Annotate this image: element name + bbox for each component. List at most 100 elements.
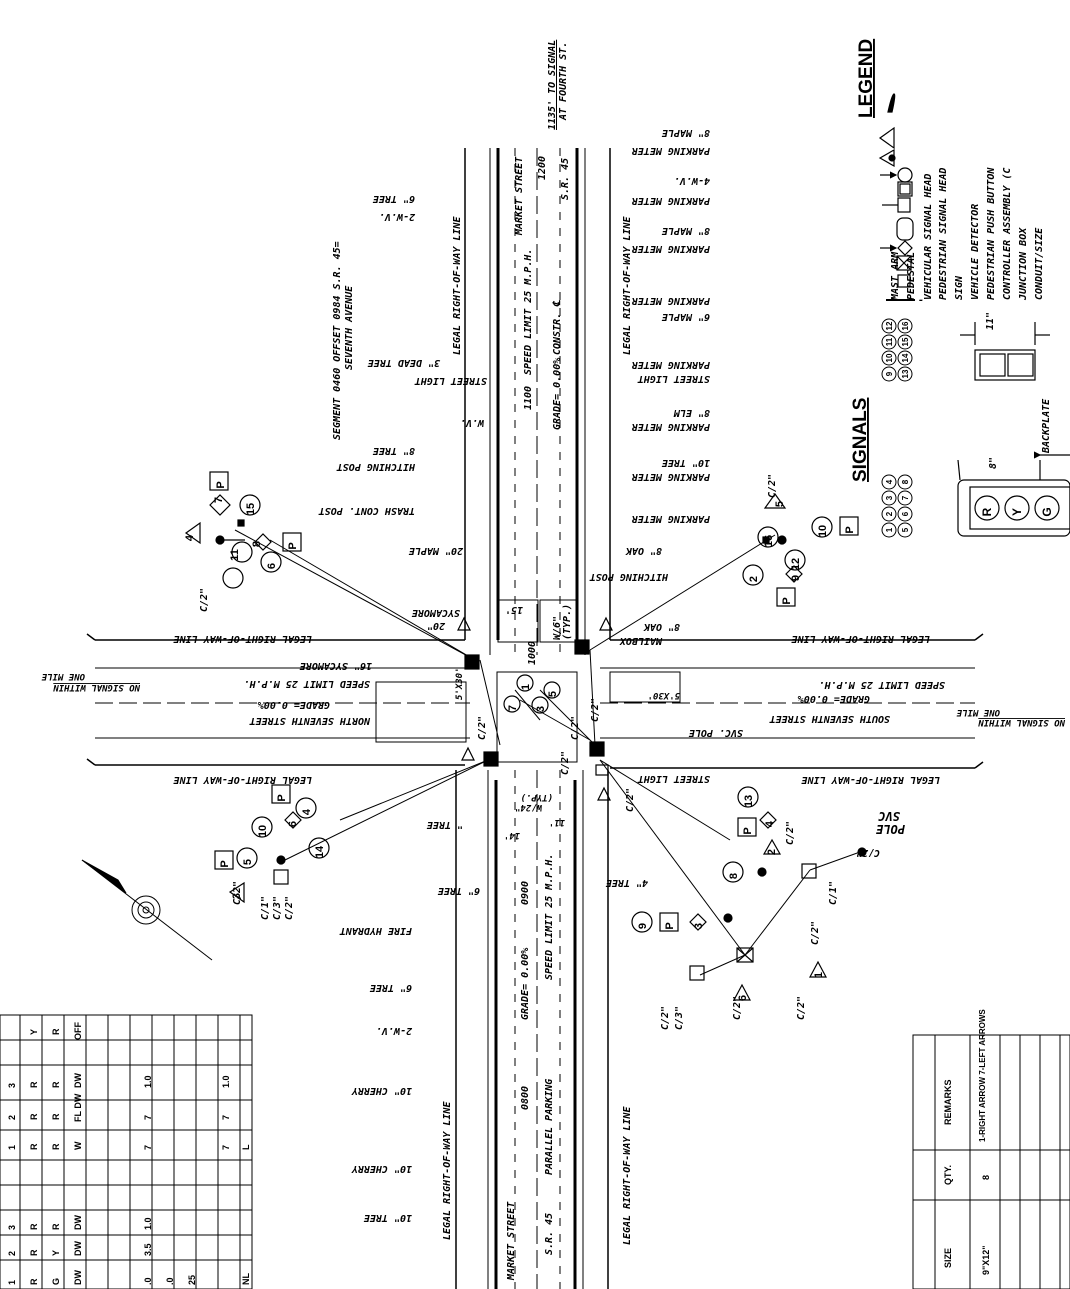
maple8: 8" MAPLE xyxy=(661,127,710,138)
svg-text:10: 10 xyxy=(817,525,829,537)
svg-text:1: 1 xyxy=(7,1145,17,1150)
svg-text:6: 6 xyxy=(266,563,278,569)
c2-int-a: C/2" xyxy=(477,716,488,740)
svg-text:8: 8 xyxy=(901,479,910,484)
legend-detector: VEHICLE DETECTOR xyxy=(970,204,981,300)
svg-text:14: 14 xyxy=(314,845,326,858)
svg-text:DW: DW xyxy=(73,1215,83,1230)
svg-text:P: P xyxy=(219,860,231,867)
dim-5x30-b: 5'X30' xyxy=(647,690,680,700)
svg-text:5: 5 xyxy=(774,501,786,507)
street-light: STREET LIGHT xyxy=(414,375,487,386)
elm8: 8" ELM xyxy=(673,407,710,418)
c2-int-c: C/2" xyxy=(570,716,581,740)
parking8: PARKING METER xyxy=(632,513,710,524)
table-left-grid xyxy=(0,1014,253,1289)
svg-text:4: 4 xyxy=(885,479,894,484)
grade-east: GRADE= 0.00% xyxy=(798,693,870,704)
tree8: 8" TREE xyxy=(372,445,415,456)
svg-text:L: L xyxy=(241,1144,251,1150)
sta-1200: 1200 xyxy=(537,156,548,180)
maple8b: 8" MAPLE xyxy=(661,225,710,236)
signal-number-glyphs xyxy=(881,318,913,538)
remarks-header: REMARKS xyxy=(943,1079,953,1125)
north-seventh: NORTH SEVENTH STREET xyxy=(249,715,371,726)
size-value: 9"X12" xyxy=(981,1245,991,1275)
svg-text:4: 4 xyxy=(301,808,313,815)
svg-text:16: 16 xyxy=(763,535,775,547)
svg-text:1.0: 1.0 xyxy=(143,1075,153,1088)
sta-0900: 0900 xyxy=(520,881,531,905)
svg-text:7: 7 xyxy=(143,1145,153,1150)
svg-text:4: 4 xyxy=(184,534,196,541)
svg-text:R: R xyxy=(29,1113,39,1120)
oak8: 8" OAK xyxy=(625,545,662,556)
svg-text:6: 6 xyxy=(287,821,299,827)
svg-text:9: 9 xyxy=(885,371,894,376)
backplate-label: BACKPLATE xyxy=(1041,398,1052,454)
legend-sign: SIGN xyxy=(954,275,965,300)
south-seventh: SOUTH SEVENTH STREET xyxy=(769,713,890,724)
svg-text:1: 1 xyxy=(520,684,532,690)
sta-1100: 1100 xyxy=(523,386,534,410)
seventh-ave: SEVENTH AVENUE xyxy=(344,285,355,370)
c2-se-c: C/2" xyxy=(796,996,807,1020)
c2-dash: C/2" xyxy=(856,847,880,858)
c1-sw: C/1" xyxy=(260,896,271,920)
svg-text:DW: DW xyxy=(73,1073,83,1088)
signals-number-labels: 1 2 3 4 5 6 7 8 9 10 11 12 13 14 15 16 xyxy=(885,321,910,532)
lens-r: R xyxy=(980,507,994,516)
parallel-parking: PARALLEL PARKING xyxy=(544,1079,555,1175)
hitching2: HITCHING POST xyxy=(589,571,669,582)
table-right-grid xyxy=(912,1034,1070,1289)
svg-text:7: 7 xyxy=(143,1115,153,1120)
svg-text:5: 5 xyxy=(547,691,559,697)
tree10b: 10" TREE xyxy=(363,1212,412,1223)
speed-bot: SPEED LIMIT 25 M.P.H. xyxy=(544,854,555,980)
parking5: PARKING METER xyxy=(632,359,710,370)
w6-typ: (TYP.) xyxy=(562,604,573,640)
hitching: HITCHING POST xyxy=(336,461,416,472)
c2-sw-b: C/2" xyxy=(232,881,243,905)
tree4: 4" TREE xyxy=(605,877,648,888)
table-left-text: 3 R R DW 1.0 1.0 2 R R FL DW 7 7 1 R R W… xyxy=(7,1022,251,1285)
legend-controller: CONTROLLER ASSEMBLY (C xyxy=(1002,168,1013,300)
tree6b: 6" TREE xyxy=(437,885,480,896)
svg-text:G: G xyxy=(51,1278,61,1285)
signal-numbers: 11 6 8 15 7 P P 4 2 16 12 10 P P 9 5 4 1… xyxy=(184,481,856,1001)
maple20: 20" MAPLE xyxy=(408,545,464,556)
roadway-lines xyxy=(95,148,975,1289)
svg-text:3.5: 3.5 xyxy=(143,1243,153,1256)
svg-text:P: P xyxy=(664,922,676,929)
svg-text:R: R xyxy=(51,1113,61,1120)
street-light2: STREET LIGHT xyxy=(637,373,710,384)
dim-15: 15' xyxy=(505,604,523,615)
legend-pedestal: PEDESTAL xyxy=(906,252,917,300)
svg-text:R: R xyxy=(51,1143,61,1150)
one-mile-west: ONE MILE xyxy=(41,671,85,681)
remarks-value: 1-RIGHT ARROW 7-LEFT ARROWS xyxy=(978,1009,987,1142)
svg-text:R: R xyxy=(51,1223,61,1230)
svg-text:3: 3 xyxy=(231,893,243,899)
speed-east: SPEED LIMIT 25 M.P.H. xyxy=(819,679,945,690)
legend-title: LEGEND xyxy=(856,39,877,118)
legend-pedestrian-head: PEDESTRIAN SIGNAL HEAD xyxy=(938,168,949,300)
market-bot: MARKET STREET xyxy=(506,1201,517,1281)
svg-text:R: R xyxy=(51,1081,61,1088)
parking2: PARKING METER xyxy=(632,195,710,206)
dim-5x30-a: 5'X30' xyxy=(455,667,465,700)
svg-text:Y: Y xyxy=(51,1250,61,1256)
svg-text:12: 12 xyxy=(885,321,894,330)
svg-text:4: 4 xyxy=(764,820,776,827)
parking6: PARKING METER xyxy=(632,421,710,432)
equipment-symbols xyxy=(184,471,867,1001)
oak8b: 8" OAK xyxy=(643,621,680,632)
wv2b: 2-W.V. xyxy=(376,1025,413,1036)
svg-text:3: 3 xyxy=(885,495,894,500)
svg-text:NL: NL xyxy=(241,1273,251,1285)
trash: TRASH CONT. POST xyxy=(318,505,415,516)
svg-text:9: 9 xyxy=(790,575,802,581)
svg-text:W: W xyxy=(73,1141,83,1150)
row-west-s: LEGAL RIGHT-OF-WAY LINE xyxy=(173,774,312,785)
svg-text:1: 1 xyxy=(7,1280,17,1285)
